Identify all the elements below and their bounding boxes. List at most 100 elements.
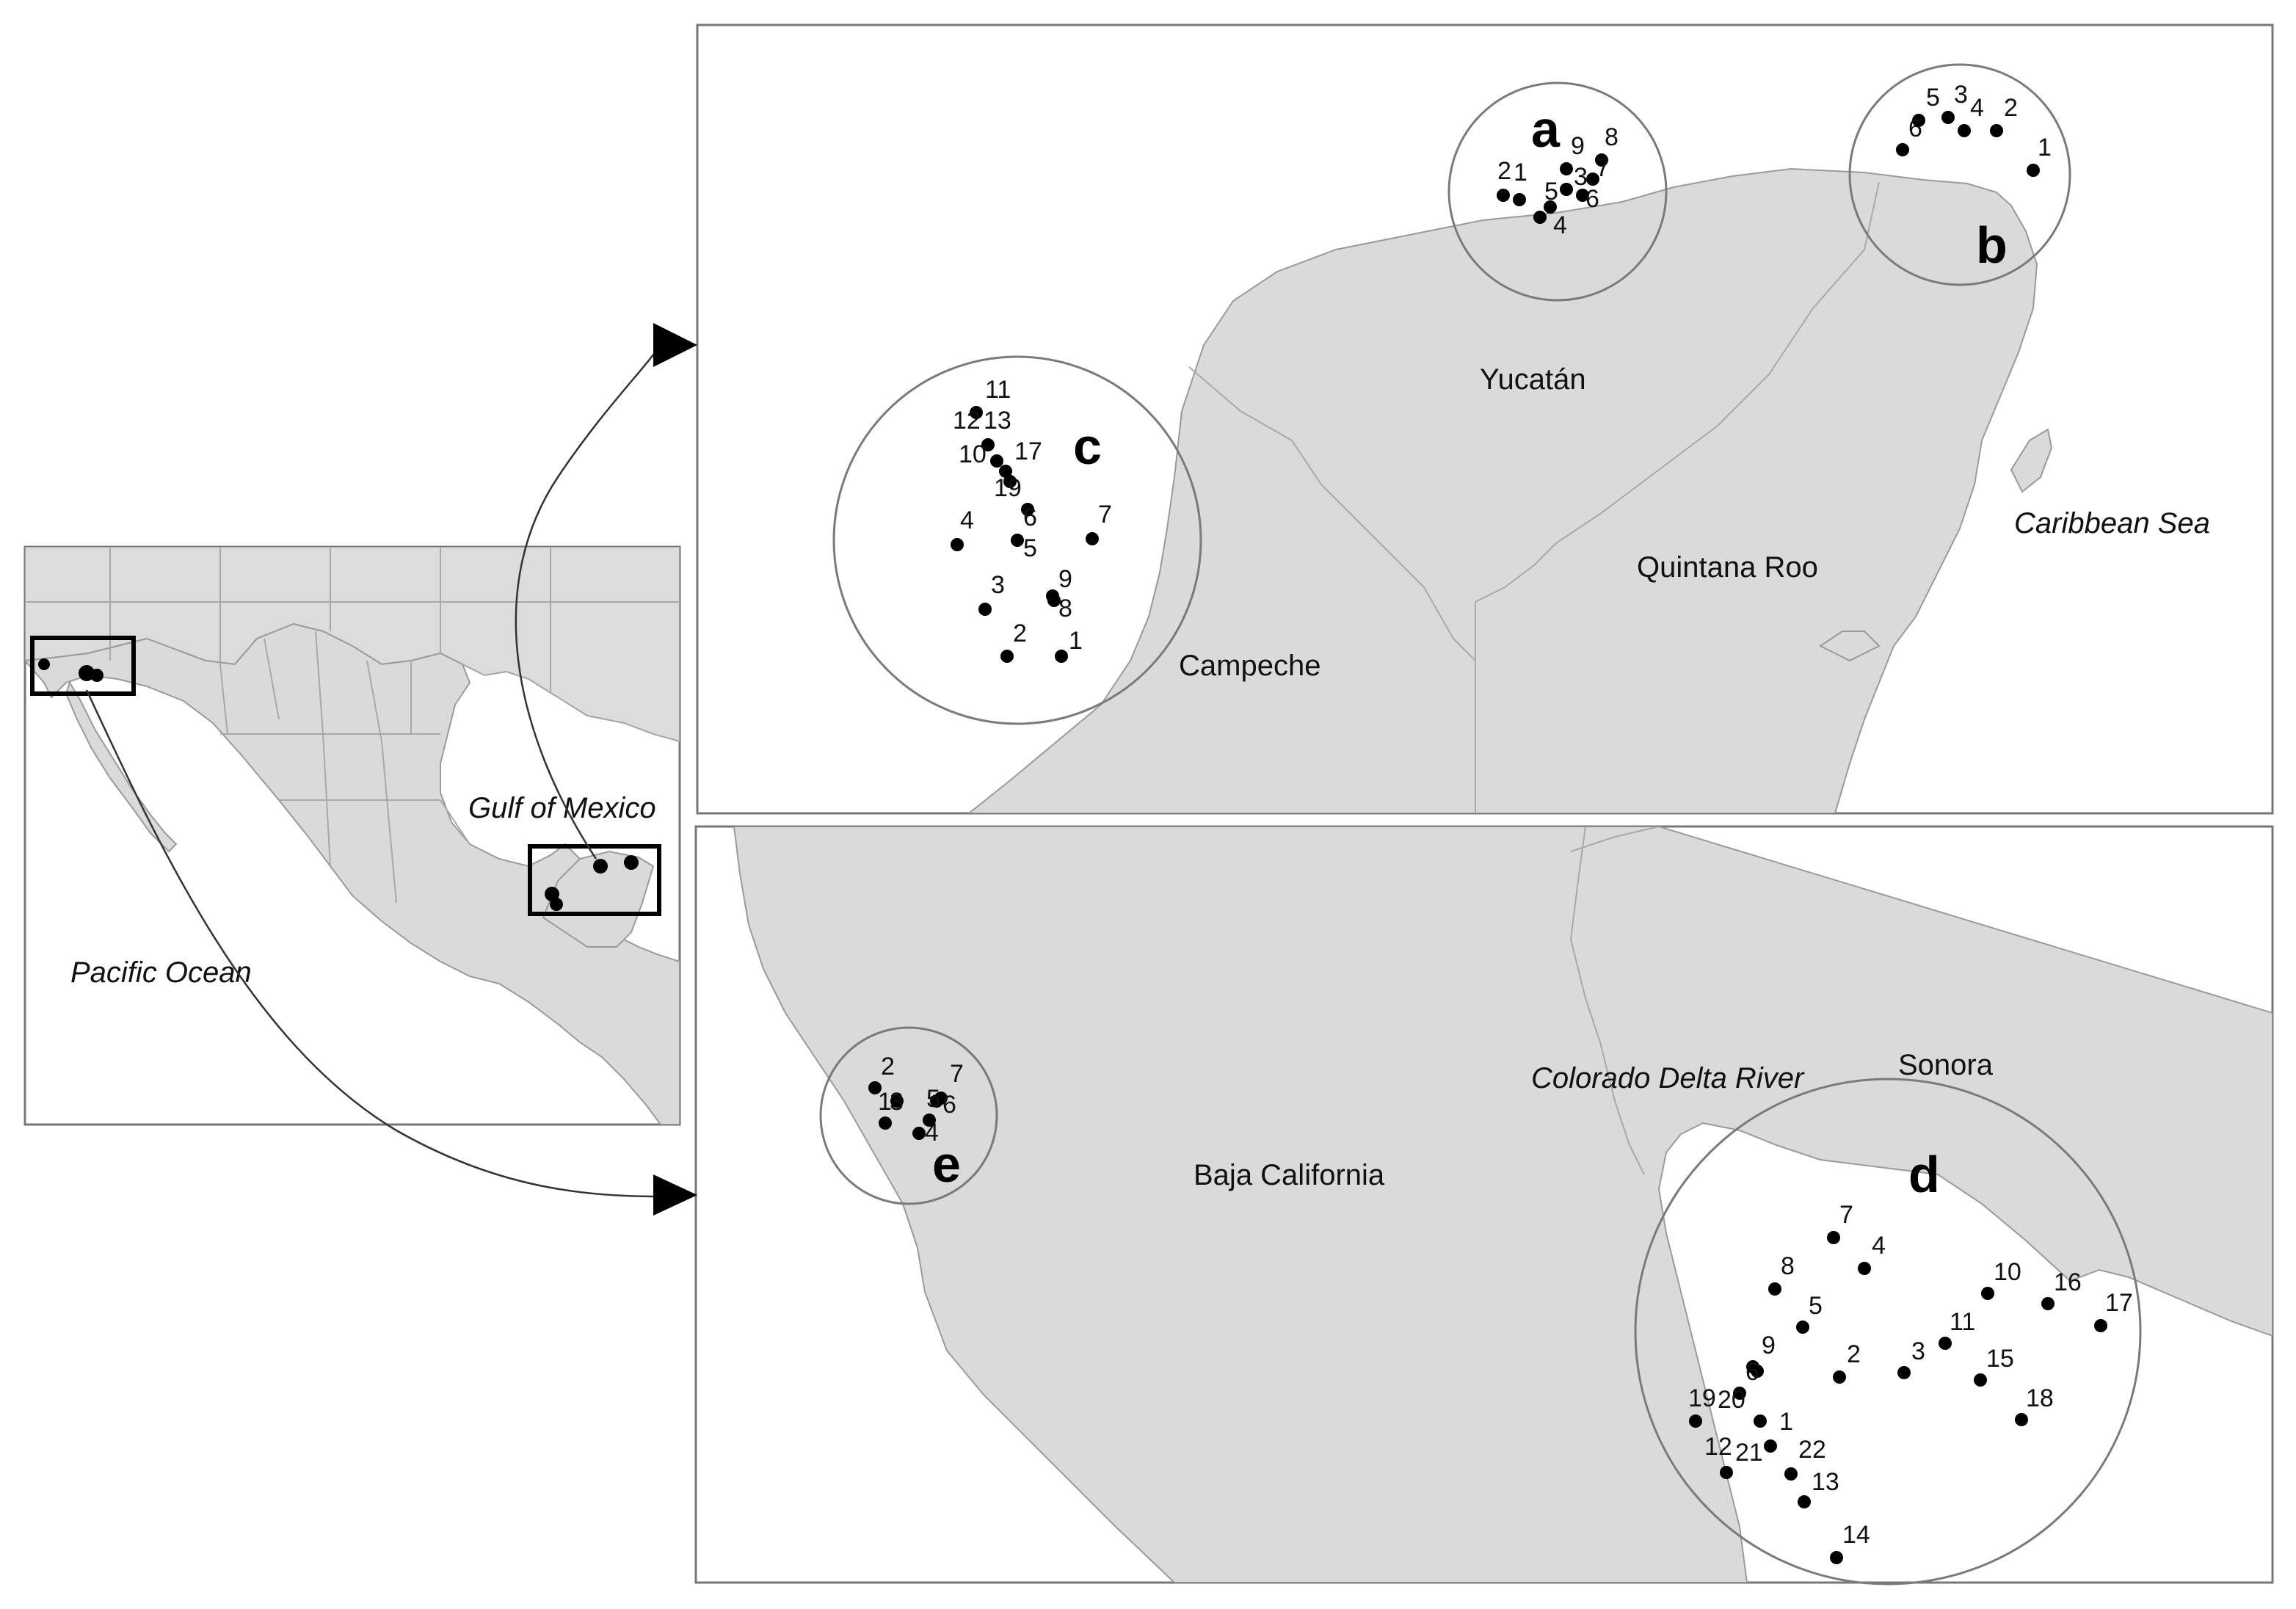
yucatan-peninsula [542,850,655,948]
site-label: 10 [1994,1258,2021,1286]
site-label: 18 [2026,1384,2054,1412]
site-label: 21 [1735,1439,1763,1467]
site-label: 7 [1596,154,1610,182]
site-label: 13 [1812,1468,1839,1496]
state-border-baja-sonora [1569,827,1645,1175]
site-label: 2 [1847,1340,1861,1368]
site-label: 19 [994,474,1022,502]
state-border-yucatan-quintana-roo [1475,181,1880,813]
arrow-to-baja-panel [85,689,661,1198]
site-label: 1 [2038,134,2052,161]
region-label-quintana-roo: Quintana Roo [1637,551,1818,584]
site-label: 8 [1781,1252,1795,1280]
arrow-to-yucatan-panel [515,344,662,860]
cluster-letter-c: c [1073,418,1102,475]
state-borders [25,547,680,904]
site-label: 6 [942,1091,956,1119]
cluster-e-sites: 1 2 3 4 5 6 7 [868,1053,964,1147]
sea-label-pacific-ocean: Pacific Ocean [70,956,252,989]
yucatan-landmass [967,167,2038,813]
site-label: 22 [1798,1436,1826,1464]
site-label: 6 [1745,1358,1759,1386]
site-label: 11 [1950,1308,1975,1336]
site-label: 5 [926,1085,940,1113]
sea-label-caribbean-sea: Caribbean Sea [2014,507,2210,540]
connector-arrows [85,323,697,1216]
site-label: 17 [1014,437,1042,465]
site-label: 15 [1986,1345,2014,1373]
site-label: 11 [985,376,1011,404]
cluster-letter-a: a [1531,101,1561,158]
site-label: 12 [1704,1433,1732,1461]
baja-sonora-landmass [733,827,2273,1583]
site-label: 14 [1842,1521,1870,1549]
site-label: 2 [2004,94,2018,122]
overview-site-markers [38,658,639,911]
site-label: 12 [953,407,981,435]
cluster-c-sites: 1 2 3 4 5 6 7 8 9 10 11 12 13 17 19 [951,376,1112,663]
arrow-head-baja [653,1174,697,1216]
cluster-circle-e [819,1026,998,1205]
cluster-letter-b: b [1976,217,2008,274]
site-label: 2 [1497,157,1511,185]
site-label: 2 [1013,620,1027,647]
site-label: 7 [950,1060,964,1088]
site-label: 17 [2105,1289,2133,1317]
cluster-a-sites: 1 2 3 4 5 6 7 8 9 [1497,123,1619,239]
cluster-d-sites: 1 2 3 4 5 6 7 8 9 10 11 12 13 14 15 16 1… [1688,1201,2133,1564]
cozumel-island [2010,428,2053,493]
small-island [1819,631,1881,662]
cluster-b-sites: 1 2 3 4 5 6 [1896,81,2052,177]
site-label: 3 [991,571,1005,599]
site-label: 3 [1574,163,1588,191]
sea-label-gulf-of-mexico: Gulf of Mexico [468,792,656,824]
site-label: 19 [1688,1384,1716,1412]
site-label: 9 [1571,132,1585,160]
inset-box-yucatan [528,844,661,916]
site-label: 4 [960,506,974,534]
cluster-circle-d [1634,1078,2142,1586]
cluster-circle-a [1447,81,1668,302]
baja-peninsula [65,680,178,853]
site-label: 4 [1872,1232,1886,1260]
arrow-head-yucatan [653,323,697,367]
site-label: 1 [1779,1408,1793,1436]
us-border [1570,827,1660,852]
site-label: 20 [1718,1386,1745,1414]
yucatan-panel: a b c 1 2 3 4 5 6 7 8 9 [696,23,2274,815]
site-label: 2 [881,1053,895,1080]
site-label: 8 [1605,123,1619,151]
cluster-circle-b [1848,63,2071,286]
site-label: 6 [1908,115,1922,142]
region-label-baja-california: Baja California [1194,1159,1385,1191]
site-label: 5 [1023,534,1037,562]
region-label-yucatan: Yucatán [1480,363,1586,396]
site-label: 10 [959,440,987,468]
site-label: 3 [1954,81,1968,109]
site-label: 7 [1098,501,1112,529]
site-label: 6 [1023,504,1037,531]
site-label: 5 [1809,1292,1823,1320]
site-label: 3 [1911,1337,1925,1365]
site-label: 1 [1514,159,1527,186]
baja-sonora-panel: d e 1 2 3 [694,825,2274,1586]
cluster-letter-d: d [1908,1146,1940,1203]
site-label: 8 [1058,595,1072,622]
site-label: 16 [2054,1268,2082,1296]
site-label: 3 [890,1088,904,1116]
site-label: 4 [925,1119,939,1147]
site-label: 9 [1762,1332,1776,1359]
site-label: 5 [1926,84,1940,112]
cluster-circle-c [832,355,1202,725]
overview-map: Gulf of Mexico Pacific Ocean [23,545,681,1126]
cluster-letter-e: e [932,1136,961,1193]
site-label: 1 [1069,627,1083,655]
state-border-yucatan-campeche [1188,366,1476,661]
region-label-sonora: Sonora [1898,1049,1994,1081]
site-label: 13 [984,407,1011,435]
site-label: 5 [1544,178,1558,206]
site-label: 6 [1585,185,1599,213]
site-label: 9 [1058,565,1072,593]
site-label: 4 [1553,211,1567,239]
